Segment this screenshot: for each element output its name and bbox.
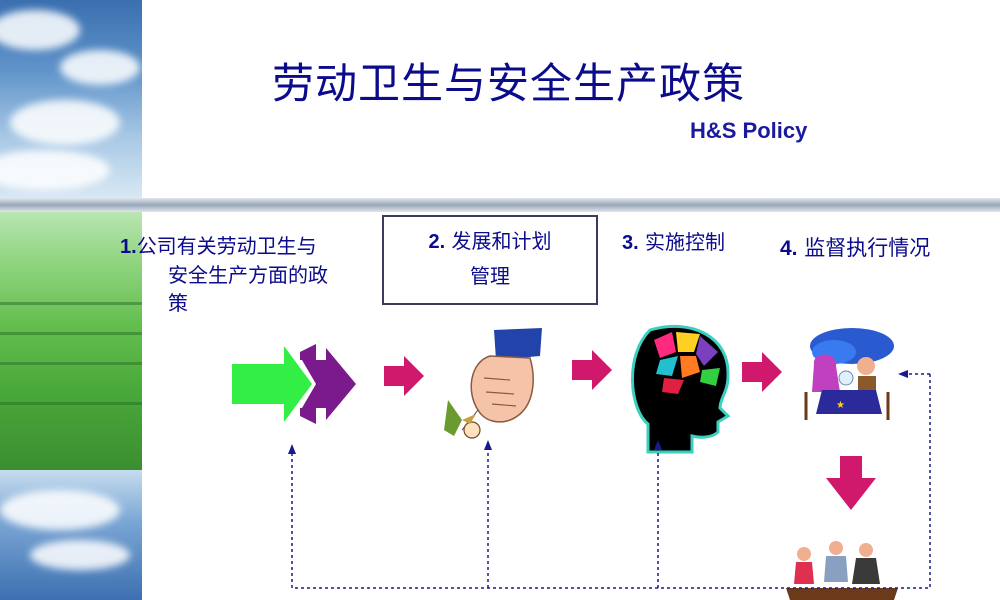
- step-2-line-1: 发展和计划: [451, 229, 552, 253]
- decorative-sidebar: [0, 0, 142, 600]
- flow-arrow-3: [742, 352, 782, 392]
- divider-band: [0, 198, 1000, 212]
- page-subtitle: H&S Policy: [690, 118, 808, 143]
- step-1-label: 1.公司有关劳动卫生与 安全生产方面的政 策: [120, 232, 328, 317]
- step-3-label: 3. 实施控制: [622, 228, 725, 257]
- step-2-box: 2. 发展和计划 管理: [382, 215, 598, 305]
- field-image: [0, 212, 142, 470]
- feedback-arrowheads: [288, 370, 908, 454]
- step-2-line-2: 管理: [470, 264, 510, 288]
- flow-arrow-2: [572, 350, 612, 390]
- step-4-number: 4.: [780, 237, 798, 260]
- clouds-image: [0, 470, 142, 600]
- step-4-label: 4. 监督执行情况: [780, 234, 930, 263]
- meeting-people-icon: [786, 541, 898, 600]
- svg-text:★: ★: [836, 400, 845, 411]
- hand-puppet-icon: [444, 328, 542, 439]
- flow-arrow-down: [826, 456, 876, 510]
- feedback-loop: [291, 373, 931, 589]
- sky-image: [0, 0, 142, 198]
- step-1-number: 1.: [120, 236, 137, 258]
- step-1-line-2: 安全生产方面的政: [168, 263, 328, 287]
- step-1-line-1: 公司有关劳动卫生与: [136, 234, 317, 258]
- colorful-head-icon: [631, 324, 731, 454]
- step-1-line-3: 策: [168, 291, 188, 315]
- fortune-teller-icon: ★: [804, 328, 894, 420]
- step-2-number: 2.: [428, 231, 446, 253]
- step-4-line-1: 监督执行情况: [804, 236, 931, 260]
- step-3-number: 3.: [622, 232, 639, 254]
- policy-arrows-icon: [232, 344, 356, 424]
- step-3-line-1: 实施控制: [645, 230, 726, 254]
- flow-arrow-1: [384, 356, 424, 396]
- page-title: 劳动卫生与安全生产政策: [272, 59, 746, 108]
